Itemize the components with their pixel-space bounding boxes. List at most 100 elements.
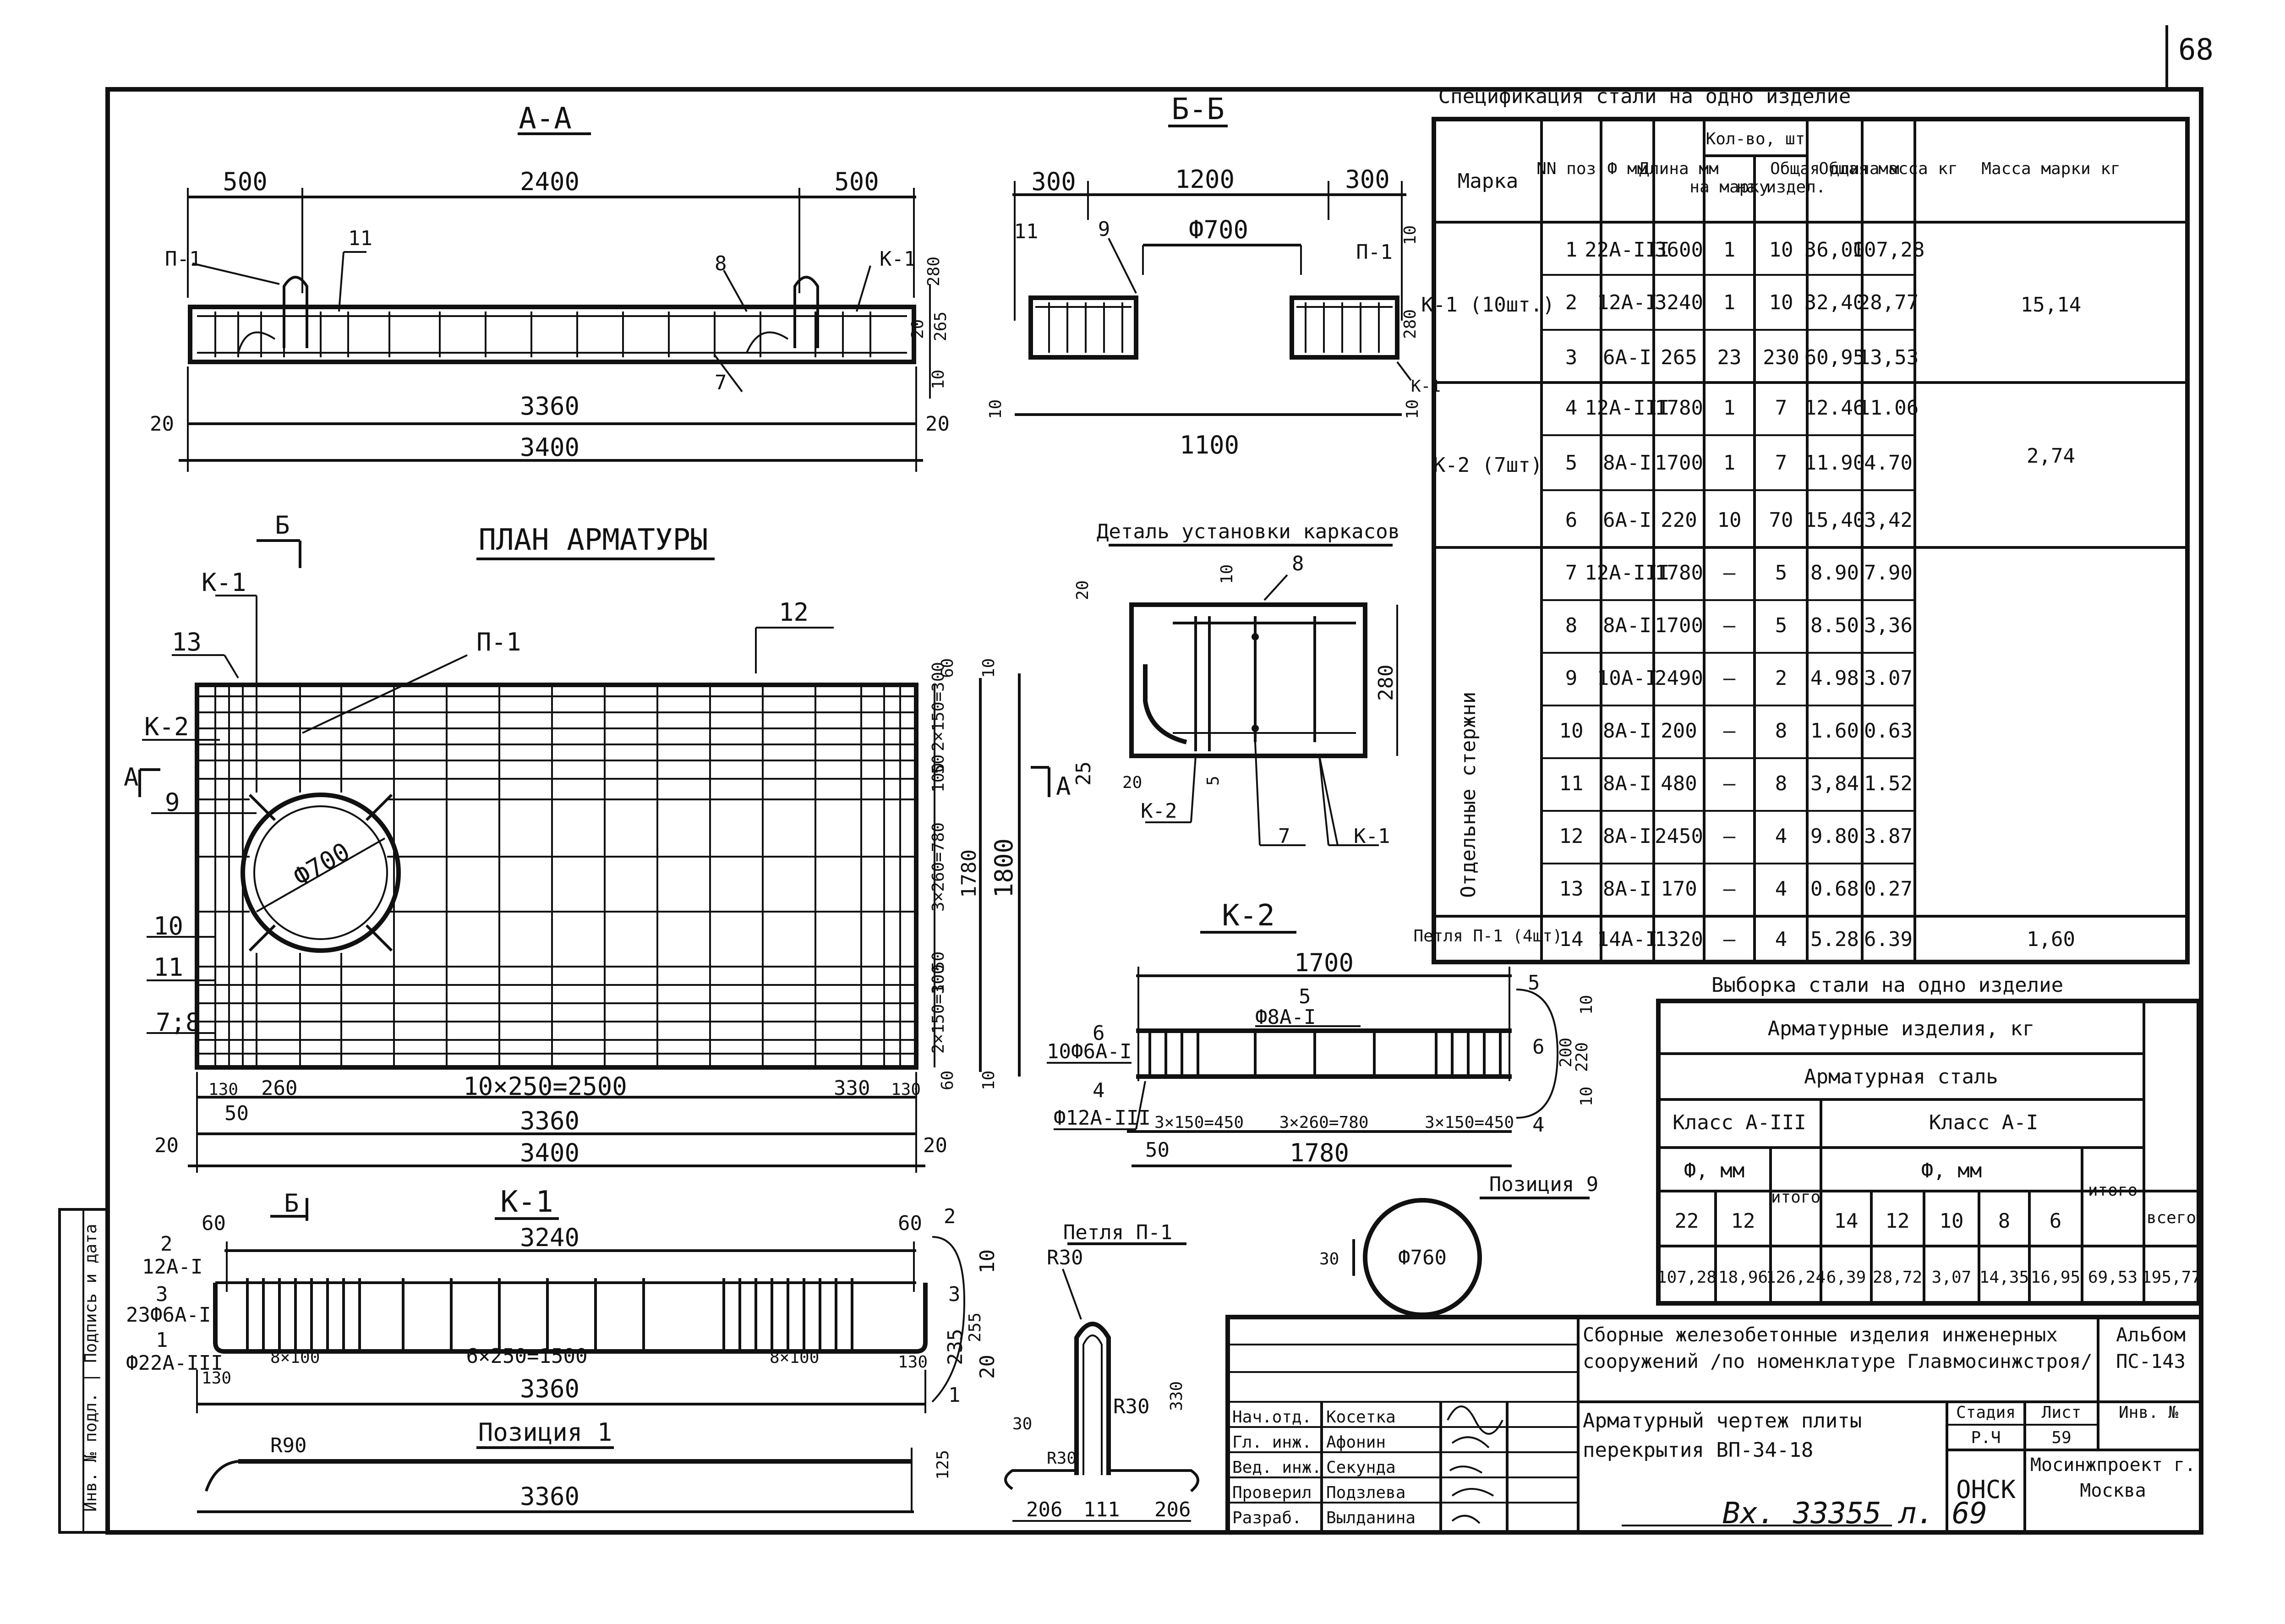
title-block-stage: Р.Ч (1971, 1428, 2001, 1447)
spec-cell: 220 (1661, 509, 1697, 532)
k1-label-phi22: Ф22А-III (126, 1351, 223, 1375)
spec-cell: 11 (1559, 772, 1584, 795)
sample-class3: Класс А-III (1673, 1111, 1806, 1134)
loop-r30-right: R30 (1113, 1395, 1149, 1418)
sample-title: Выборка стали на одно изделие (1711, 973, 2063, 997)
k2-label-5: 5 (1299, 985, 1311, 1008)
spec-cell: 1700 (1655, 614, 1703, 637)
spec-cell: 2490 (1655, 667, 1703, 690)
title-block-inv-header: Инв. № (2119, 1403, 2178, 1422)
title-block-role: Проверил (1232, 1483, 1312, 1502)
plan-dim-10-top: 10 (979, 658, 998, 678)
pos9-dim-30: 30 (1319, 1250, 1339, 1269)
spec-row: 2 12А-I 3240 1 10 32,40 28,77 (1565, 291, 1919, 314)
title-block-description: Сборные железобетонные изделия инженерны… (1583, 1323, 2093, 1372)
plan-dim-2x150-top: 2×150=300 (929, 662, 948, 751)
spec-row: 8 8А-I 1700 — 5 8.50 3,36 (1565, 614, 1913, 637)
bb-label-9: 9 (1098, 218, 1110, 241)
spec-cell: — (1723, 667, 1736, 690)
spec-cell: 10 (1769, 291, 1793, 314)
plan-dim-130-left: 130 (208, 1080, 238, 1099)
aa-dim-3400: 3400 (520, 433, 579, 462)
k1-dim-3240: 3240 (520, 1223, 579, 1252)
side-stamp-text: Инв. № подл. | Подпись и дата (82, 1224, 100, 1512)
plan-label-12: 12 (779, 598, 809, 627)
sample-class1: Класс А-I (1929, 1111, 2038, 1134)
title-block-person: Вылданина (1326, 1509, 1416, 1527)
title-block-person: Секунда (1326, 1458, 1396, 1477)
k2-dim-3x150-right: 3×150=450 (1425, 1113, 1514, 1132)
spec-cell: 1700 (1655, 451, 1703, 475)
sample-col: 22 (1675, 1209, 1699, 1233)
aa-label-7: 7 (715, 371, 727, 394)
title-block-role: Вед. инж. (1232, 1458, 1322, 1477)
k1-title: К-1 (500, 1185, 553, 1219)
spec-h-mark-mass: Масса марки кг (1981, 159, 2120, 178)
detail-dim-25: 25 (1072, 761, 1095, 786)
plan-title: ПЛАН АРМАТУРЫ (479, 523, 708, 557)
plan-dim-3400: 3400 (520, 1138, 579, 1167)
spec-h-mark: Марка (1458, 170, 1518, 193)
position-1: Позиция 1 R90 3360 125 (197, 1418, 952, 1513)
cage-k1: Б К-1 3240 60 60 2 12А-I 3 23Ф6А-I 1 Ф22… (126, 1185, 999, 1413)
plan-dim-60-top: 60 (938, 658, 957, 678)
spec-cell: — (1723, 877, 1736, 901)
sample-value: 195,77 (2142, 1268, 2201, 1287)
loop-dim-330: 330 (1167, 1381, 1186, 1411)
spec-h-phi: Ф мм (1607, 159, 1647, 178)
detail-dim-20-bottom: 20 (1122, 773, 1142, 792)
section-bb: Б-Б 300 1200 300 Ф700 11 9 П-1 К-1 (986, 93, 1441, 459)
detail-label-8: 8 (1292, 552, 1304, 575)
k1-label-12a: 12А-I (142, 1255, 202, 1279)
title-block-person: Подзлева (1326, 1483, 1405, 1502)
spec-cell: 4 (1565, 396, 1578, 420)
loop-dim-111: 111 (1083, 1498, 1120, 1521)
plan-label-9: 9 (165, 788, 180, 817)
sample-vsego: всего (2147, 1208, 2196, 1227)
spec-cell: 8 (1775, 772, 1788, 795)
plan-dim-100-top: 100 (929, 763, 948, 793)
spec-row: 9 10А-I 2490 — 2 4.98 3.07 (1565, 667, 1913, 690)
spec-cell: 1 (1723, 451, 1736, 475)
sample-col: 10 (1940, 1209, 1964, 1233)
spec-row: 14 14А-I 1320 — 4 5.28 6.39 (1559, 928, 1913, 951)
plan-dim-130-right: 130 (891, 1080, 921, 1099)
bb-dim-300-right: 300 (1345, 165, 1390, 194)
spec-row: 6 6А-I 220 10 70 15,40 3,42 (1565, 509, 1913, 532)
title-block-org: Мосинжпроект г. Москва (2030, 1454, 2196, 1501)
spec-cell: 12 (1559, 825, 1584, 848)
sample-col: 12 (1731, 1209, 1755, 1233)
spec-cell: — (1723, 825, 1736, 848)
spec-cell: 8.90 (1810, 561, 1859, 585)
sample-fmm-3: Ф, мм (1684, 1159, 1744, 1182)
sample-value: 69,53 (2088, 1268, 2137, 1287)
sample-fmm-1: Ф, мм (1921, 1159, 1982, 1182)
bb-slab-right (1290, 295, 1399, 360)
title-block-album: Альбом ПС-143 (2116, 1323, 2186, 1372)
spec-cell: 1 (1723, 291, 1736, 314)
spec-cell: 13 (1559, 877, 1584, 901)
title-block-drawing-name: Арматурный чертеж плиты перекрытия ВП-34… (1583, 1409, 1862, 1462)
sample-value: 18,96 (1718, 1268, 1768, 1287)
position-9: Позиция 9 Ф760 30 (1319, 1173, 1598, 1317)
aa-dim-20-left: 20 (150, 412, 174, 436)
detail-title: Деталь установки каркасов (1097, 520, 1400, 543)
bb-dim-10-bottom: 10 (1403, 399, 1422, 419)
spec-cell: 8А-I (1603, 614, 1651, 637)
spec-cell: 8 (1565, 614, 1578, 637)
spec-cell: 14А-I (1597, 928, 1657, 951)
spec-cell: 32,40 (1804, 291, 1865, 314)
k1-label-2: 2 (160, 1232, 173, 1256)
k2-dim-50: 50 (1145, 1138, 1170, 1162)
spec-row: 5 8А-I 1700 1 7 11.90 4.70 (1565, 451, 1913, 475)
spec-cell: — (1723, 614, 1736, 637)
spec-cell: 36,00 (1804, 238, 1865, 262)
spec-h-per-mark: на марку (1689, 178, 1769, 197)
k1-dim-20: 20 (976, 1355, 999, 1379)
detail-dim-10: 10 (1218, 564, 1236, 584)
sample-table: Выборка стали на одно изделие Арматурные… (1656, 973, 2201, 1306)
bb-slab-left (1028, 295, 1138, 360)
spec-cell: 12А-I (1597, 291, 1657, 314)
pos1-title: Позиция 1 (478, 1418, 612, 1447)
spec-cell: 8А-I (1603, 719, 1651, 743)
